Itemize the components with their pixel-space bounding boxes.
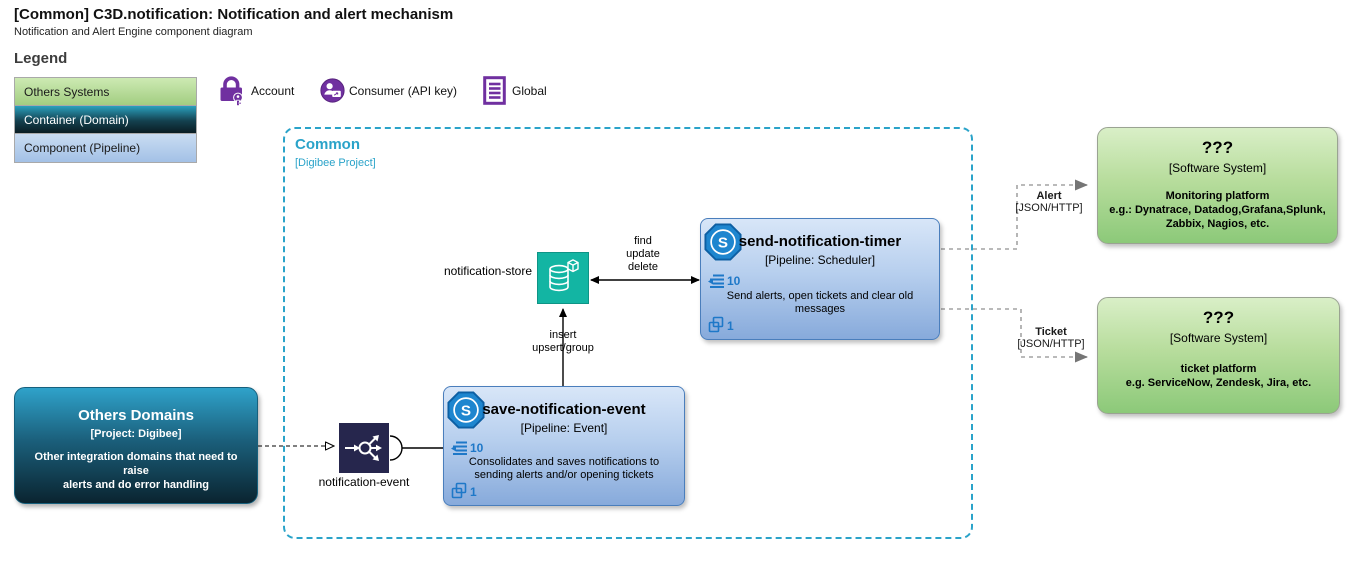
others-domains-description: Other integration domains that need to r… <box>34 451 238 491</box>
pipeline-badge-icon: S <box>704 223 742 261</box>
monitoring-description: Monitoring platform e.g.: Dynatrace, Dat… <box>1109 190 1326 230</box>
replicas-icon <box>708 316 724 333</box>
replicas-icon <box>451 482 467 499</box>
monitoring-title: ??? <box>1201 138 1234 157</box>
legend-row-container-domain: Container (Domain) <box>15 106 196 134</box>
save-scale: 10 <box>451 440 483 455</box>
svg-text:S: S <box>718 235 728 252</box>
legend-heading: Legend <box>14 50 68 67</box>
notification-store-node <box>537 252 589 304</box>
save-title: save-notification-event <box>482 401 646 418</box>
legend-row-others-systems: Others Systems <box>15 78 196 106</box>
legend-row-component-pipeline: Component (Pipeline) <box>15 134 196 162</box>
save-replicas: 1 <box>451 482 477 499</box>
common-boundary-subtitle: [Digibee Project] <box>295 157 376 169</box>
page-title: [Common] C3D.notification: Notification … <box>14 6 454 23</box>
timer-replicas-value: 1 <box>727 319 734 333</box>
timer-title: send-notification-timer <box>738 233 902 250</box>
svg-text:S: S <box>461 403 471 420</box>
notification-store-label: notification-store <box>443 264 532 278</box>
ticket-platform-node: ??? [Software System] ticket platform e.… <box>1097 297 1340 414</box>
timer-scale-value: 10 <box>727 274 741 288</box>
save-replicas-value: 1 <box>470 485 477 499</box>
alert-label: Alert <box>1036 190 1062 202</box>
monitoring-subtitle: [Software System] <box>1168 161 1267 175</box>
edge-label-alert: Alert [JSON/HTTP] <box>1008 190 1090 214</box>
save-scale-value: 10 <box>470 441 484 455</box>
others-domains-title: Others Domains <box>78 407 194 424</box>
legend-table: Others Systems Container (Domain) Compon… <box>14 77 197 163</box>
pipeline-badge-icon: S <box>447 391 485 429</box>
page-subtitle: Notification and Alert Engine component … <box>14 26 253 38</box>
ticket-title: ??? <box>1202 308 1235 327</box>
notification-event-label: notification-event <box>318 475 410 489</box>
edge-label-insert-upsert: insert upsert/group <box>532 329 594 354</box>
ticket-description: ticket platform e.g. ServiceNow, Zendesk… <box>1125 363 1312 389</box>
edge-label-ticket: Ticket [JSON/HTTP] <box>1010 326 1092 350</box>
others-domains-node: Others Domains [Project: Digibee] Other … <box>14 387 258 504</box>
send-notification-timer-node: S send-notification-timer [Pipeline: Sch… <box>700 218 940 340</box>
scale-icon <box>708 274 724 288</box>
consumer-label: Consumer (API key) <box>349 84 458 98</box>
save-description: Consolidates and saves notifications to … <box>468 456 660 481</box>
consumer-api-key-icon <box>320 78 345 103</box>
timer-subtitle: [Pipeline: Scheduler] <box>764 253 876 267</box>
database-icon <box>549 259 579 292</box>
ticket-label: Ticket <box>1035 326 1067 338</box>
notification-event-node <box>339 423 389 473</box>
timer-description: Send alerts, open tickets and clear old … <box>726 290 914 315</box>
common-boundary-title: Common <box>295 136 360 153</box>
alert-protocol: [JSON/HTTP] <box>1015 202 1083 214</box>
edge-label-find-update-delete: find update delete <box>626 235 660 273</box>
account-label: Account <box>251 84 295 98</box>
ticket-protocol: [JSON/HTTP] <box>1017 338 1085 350</box>
global-label: Global <box>512 84 547 98</box>
account-lock-icon <box>218 75 245 107</box>
event-branch-icon <box>345 435 382 461</box>
save-subtitle: [Pipeline: Event] <box>520 421 608 435</box>
save-notification-event-node: S save-notification-event [Pipeline: Eve… <box>443 386 685 506</box>
timer-scale: 10 <box>708 273 740 288</box>
global-icon <box>483 76 506 105</box>
others-domains-subtitle: [Project: Digibee] <box>90 428 182 440</box>
monitoring-platform-node: ??? [Software System] Monitoring platfor… <box>1097 127 1338 244</box>
scale-icon <box>451 441 467 455</box>
timer-replicas: 1 <box>708 316 734 333</box>
ticket-subtitle: [Software System] <box>1169 331 1268 345</box>
